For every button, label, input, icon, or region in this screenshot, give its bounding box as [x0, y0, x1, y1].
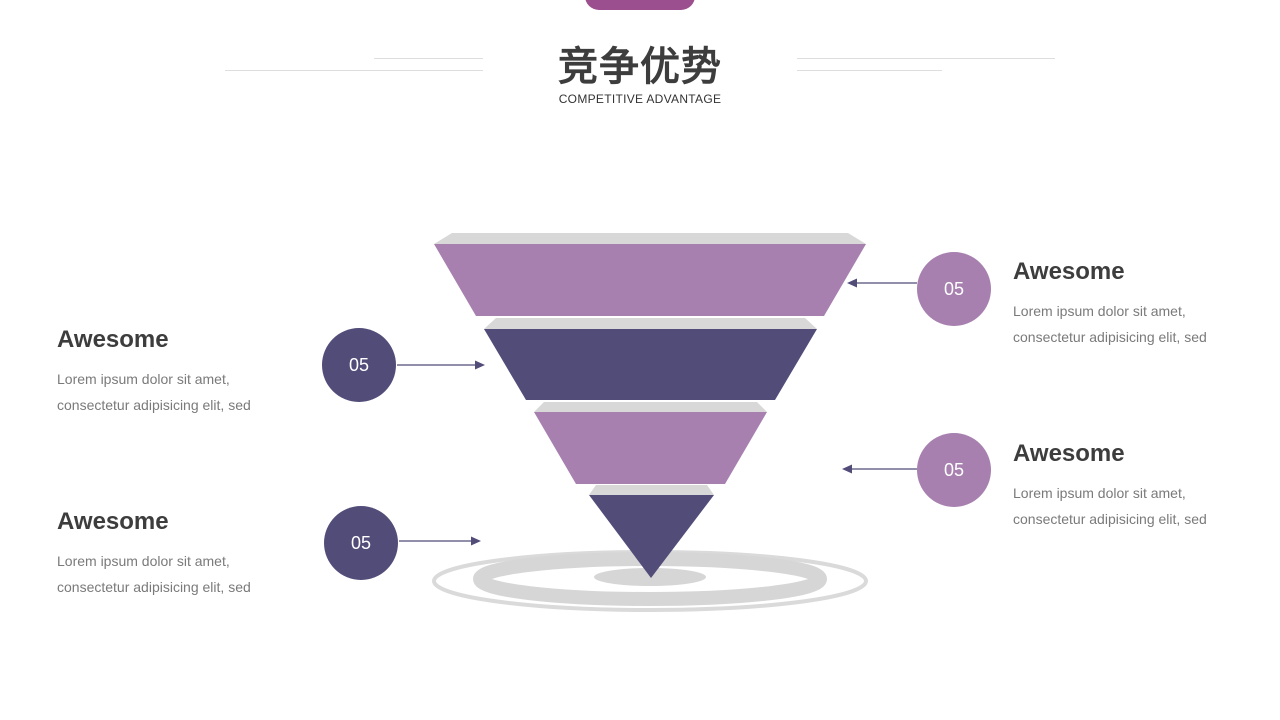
target-ring-center	[594, 568, 706, 586]
block-heading: Awesome	[1013, 440, 1125, 467]
text-block-left-2: Awesome Lorem ipsum dolor sit amet, cons…	[57, 508, 297, 600]
number-badge-right-1: 05	[917, 252, 991, 326]
title-rule-right-lower	[797, 70, 942, 71]
top-accent-tab	[585, 0, 695, 10]
funnel-tier-2	[484, 329, 817, 400]
funnel-tier-3	[534, 412, 767, 484]
funnel-tier-2-top	[484, 318, 817, 329]
block-description: Lorem ipsum dolor sit amet, consectetur …	[57, 553, 251, 595]
arrow-left-2-head	[471, 536, 481, 546]
arrow-right-2-head	[842, 464, 852, 474]
title-rule-left-upper	[374, 58, 483, 59]
block-description: Lorem ipsum dolor sit amet, consectetur …	[1013, 303, 1207, 345]
text-block-right-2: Awesome Lorem ipsum dolor sit amet, cons…	[1013, 440, 1253, 532]
arrow-right-1-head	[847, 278, 857, 288]
number-badge-left-1: 05	[322, 328, 396, 402]
arrow-left-1-head	[475, 360, 485, 370]
text-block-right-1: Awesome Lorem ipsum dolor sit amet, cons…	[1013, 258, 1253, 350]
funnel-tier-3-top	[534, 402, 767, 412]
block-heading: Awesome	[57, 326, 169, 353]
title-rule-right-upper	[797, 58, 1055, 59]
block-heading: Awesome	[1013, 258, 1125, 285]
text-block-left-1: Awesome Lorem ipsum dolor sit amet, cons…	[57, 326, 297, 418]
funnel-tier-4	[589, 495, 714, 578]
funnel-tier-1	[434, 244, 866, 316]
funnel-tier-4-top	[589, 485, 714, 495]
page-subtitle: COMPETITIVE ADVANTAGE	[558, 92, 722, 106]
page-title: 竞争优势	[558, 44, 722, 90]
number-badge-right-2: 05	[917, 433, 991, 507]
title-rule-left-lower	[225, 70, 483, 71]
block-heading: Awesome	[57, 508, 169, 535]
block-description: Lorem ipsum dolor sit amet, consectetur …	[1013, 485, 1207, 527]
number-badge-left-2: 05	[324, 506, 398, 580]
funnel-tier-1-top	[434, 233, 866, 244]
block-description: Lorem ipsum dolor sit amet, consectetur …	[57, 371, 251, 413]
